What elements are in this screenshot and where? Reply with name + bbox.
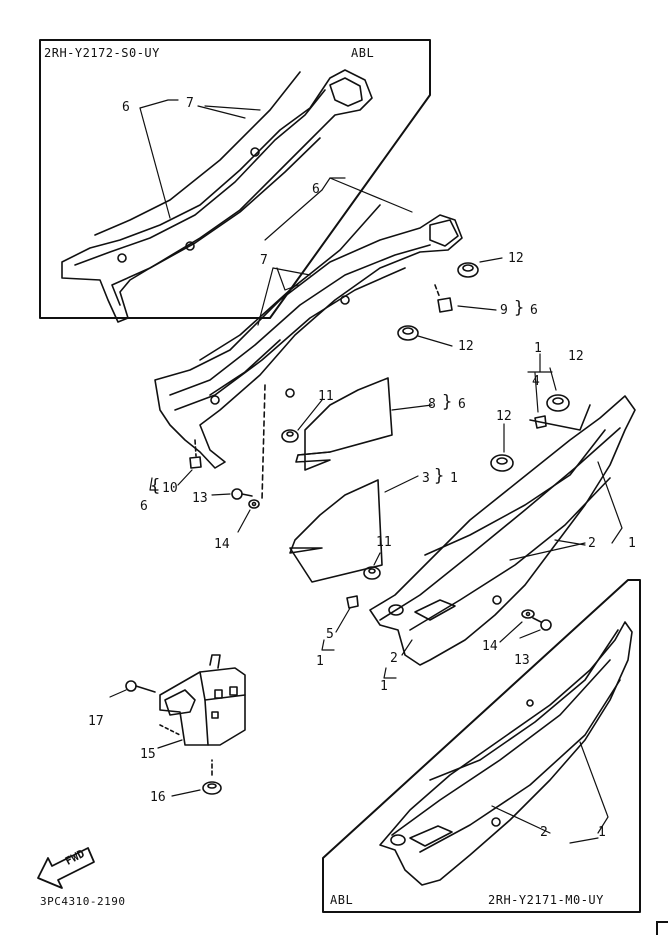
bottom-variant-frame (322, 579, 641, 913)
bolt-17 (125, 680, 156, 693)
washer-14-left (248, 499, 260, 509)
callout-15: 15 (140, 747, 156, 762)
callout-9: 9 (500, 303, 508, 318)
callout-5-ref: 1 (316, 654, 324, 669)
damper-11-upper (281, 429, 299, 443)
clip-4 (534, 415, 547, 429)
grommet-12-upper (457, 262, 479, 278)
brace-10: { (150, 476, 161, 496)
callout-7-mid: 7 (260, 253, 268, 268)
page-corner-mark (656, 921, 668, 935)
callout-13-right: 13 (514, 653, 530, 668)
clip-5 (346, 595, 359, 609)
bottom-variant-part-code: 2RH-Y2171-M0-UY (488, 893, 604, 907)
callout-2-bottom: 2 (540, 825, 548, 840)
callout-4: 4 (532, 374, 540, 389)
clip-9 (437, 297, 453, 313)
callout-1-bottom: 1 (598, 825, 606, 840)
callout-6-top: 6 (122, 100, 130, 115)
callout-2-lower: 2 (390, 651, 398, 666)
top-variant-tag: ABL (351, 46, 375, 60)
battery-box-15 (159, 654, 246, 746)
callout-12-upper: 12 (508, 251, 524, 266)
washer-14-right (521, 609, 535, 619)
panel-8 (295, 377, 393, 471)
brace-3: } (434, 466, 445, 486)
top-variant-frame (39, 39, 431, 319)
brace-8: } (442, 392, 453, 412)
callout-3-ref: 1 (450, 471, 458, 486)
abl-side-cover (379, 621, 633, 886)
callout-3: 3 (422, 471, 430, 486)
callout-16: 16 (150, 790, 166, 805)
callout-6-mid: 6 (312, 182, 320, 197)
callout-10: 10 (162, 481, 178, 496)
callout-8: 8 (428, 397, 436, 412)
grommet-12-right-a (546, 394, 570, 412)
leader-lines (109, 99, 623, 844)
callout-14-left: 14 (214, 537, 230, 552)
callout-10-ref: 6 (140, 499, 148, 514)
top-side-cover-rail (61, 69, 373, 323)
callout-11-lower: 11 (376, 535, 392, 550)
panel-3 (289, 479, 383, 583)
fwd-arrow-icon (37, 847, 95, 889)
callout-12-right-b: 12 (496, 409, 512, 424)
bottom-variant-tag: ABL (330, 893, 354, 907)
callout-2-lower-ref: 1 (380, 679, 388, 694)
brace-9: } (514, 298, 525, 318)
callout-5: 5 (326, 627, 334, 642)
callout-1-above-4: 1 (534, 341, 542, 356)
side-cover-assembly (369, 395, 636, 666)
callout-1-right: 1 (628, 536, 636, 551)
callout-12-middle: 12 (458, 339, 474, 354)
bolt-13-right (532, 617, 552, 631)
clip-10 (189, 456, 202, 469)
callout-14-right: 14 (482, 639, 498, 654)
grommet-16 (202, 759, 222, 795)
callout-9-ref: 6 (530, 303, 538, 318)
drawing-number: 3PC4310-2190 (40, 895, 126, 908)
callout-11-upper: 11 (318, 389, 334, 404)
callout-12-right-a: 12 (568, 349, 584, 364)
grommet-12-middle (397, 325, 419, 341)
callout-13-left: 13 (192, 491, 208, 506)
side-cover-rail (154, 204, 463, 469)
grommet-12-right-b (490, 454, 514, 472)
callout-17: 17 (88, 714, 104, 729)
callout-7-top: 7 (186, 96, 194, 111)
callout-2-right: 2 (588, 536, 596, 551)
top-variant-part-code: 2RH-Y2172-S0-UY (44, 46, 160, 60)
callout-8-ref: 6 (458, 397, 466, 412)
damper-11-lower (363, 566, 381, 580)
bolt-13-left (231, 488, 253, 500)
